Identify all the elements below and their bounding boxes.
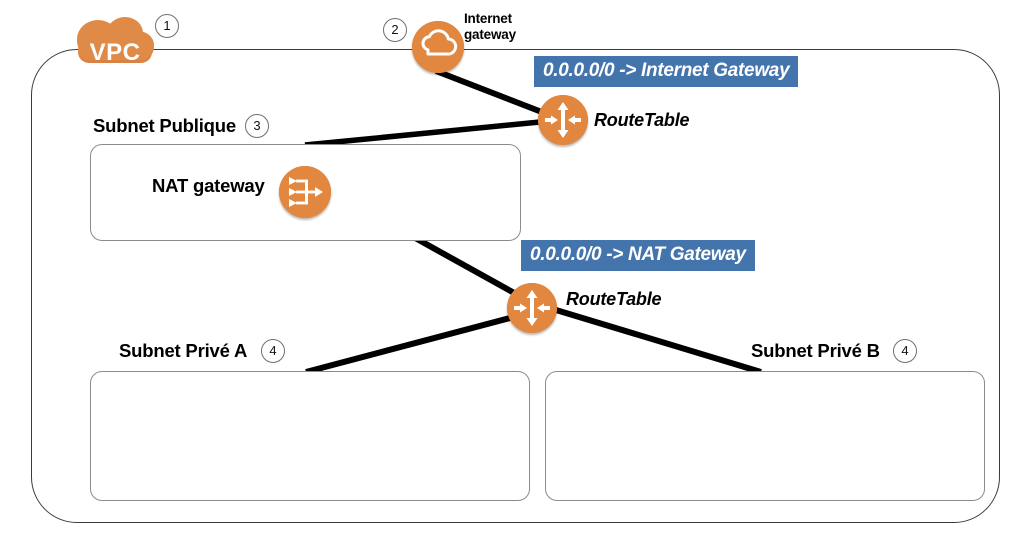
route-table-node-public[interactable] (538, 95, 588, 145)
step-number-4b: 4 (893, 339, 917, 363)
internet-gateway-node[interactable] (412, 21, 464, 73)
step-number-3: 3 (245, 114, 269, 138)
step-number-2: 2 (383, 18, 407, 42)
route-table-node-private[interactable] (507, 283, 557, 333)
route-table-label-private: RouteTable (566, 289, 662, 309)
internet-gateway-label: Internet gateway (464, 11, 516, 42)
step-number-4a: 4 (261, 339, 285, 363)
step-number-1: 1 (155, 14, 179, 38)
subnet-private-a-label: Subnet Privé A (119, 340, 248, 361)
subnet-box-private-a (90, 371, 530, 501)
subnet-box-private-b (545, 371, 985, 501)
route-table-label-public: RouteTable (594, 110, 690, 130)
vpc-boundary (31, 49, 1000, 523)
route-badge-nat-gateway: 0.0.0.0/0 -> NAT Gateway (521, 240, 755, 271)
nat-gateway-node[interactable] (279, 166, 331, 218)
subnet-private-b-label: Subnet Privé B (751, 340, 880, 361)
subnet-public-label: Subnet Publique (93, 115, 236, 136)
nat-gateway-label: NAT gateway (152, 175, 265, 196)
route-badge-internet-gateway: 0.0.0.0/0 -> Internet Gateway (534, 56, 799, 87)
vpc-cloud-icon: VPC (70, 13, 160, 75)
